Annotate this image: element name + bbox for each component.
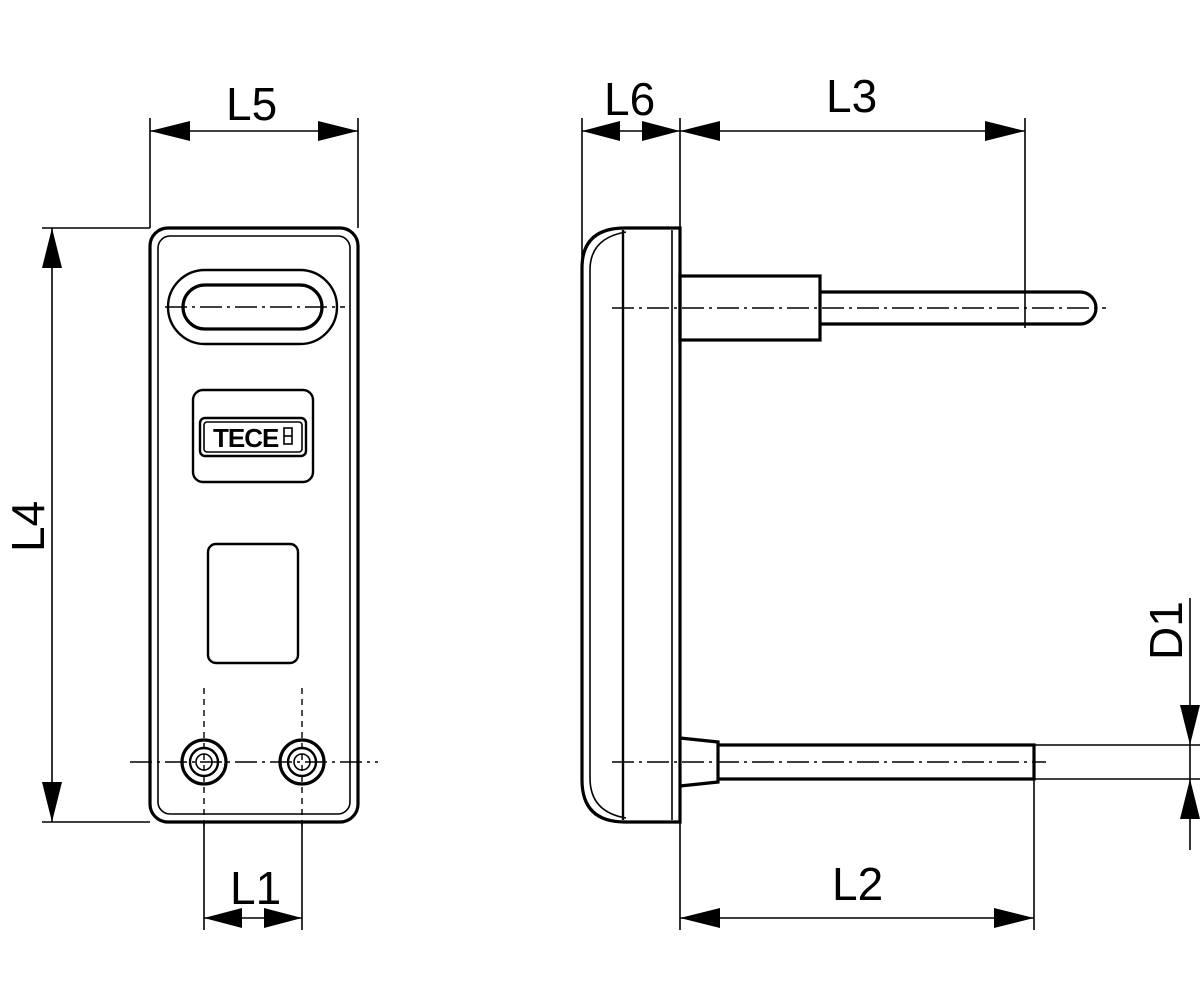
dim-label-l3: L3 xyxy=(826,70,877,122)
dim-label-l4: L4 xyxy=(2,501,54,552)
dimension-l1: L1 xyxy=(203,822,303,930)
logo-text: TECE xyxy=(213,423,279,453)
dimension-l2: L2 xyxy=(679,779,1035,930)
lower-pin xyxy=(612,736,1046,788)
dim-label-l1: L1 xyxy=(230,862,281,914)
dimension-l4: L4 xyxy=(2,227,150,823)
dimension-l3: L3 xyxy=(680,70,1026,328)
side-view: L6 L3 L2 D1 xyxy=(580,70,1200,930)
top-slot xyxy=(165,268,345,346)
side-body-outer xyxy=(580,226,682,824)
dim-label-l2: L2 xyxy=(832,858,883,910)
dim-label-l5: L5 xyxy=(226,78,277,130)
front-view: TECE L5 xyxy=(2,78,378,930)
upper-pin xyxy=(612,274,1106,342)
logo-badge: TECE xyxy=(191,388,315,484)
display-window xyxy=(206,542,300,665)
front-plate-outer xyxy=(148,226,360,824)
dim-label-l6: L6 xyxy=(604,73,655,125)
dimension-l5: L5 xyxy=(149,78,359,228)
dim-label-d1: D1 xyxy=(1140,601,1192,660)
dimension-l6: L6 xyxy=(581,73,681,268)
front-plate-inner xyxy=(157,235,351,815)
dimension-d1: D1 xyxy=(1034,598,1200,850)
